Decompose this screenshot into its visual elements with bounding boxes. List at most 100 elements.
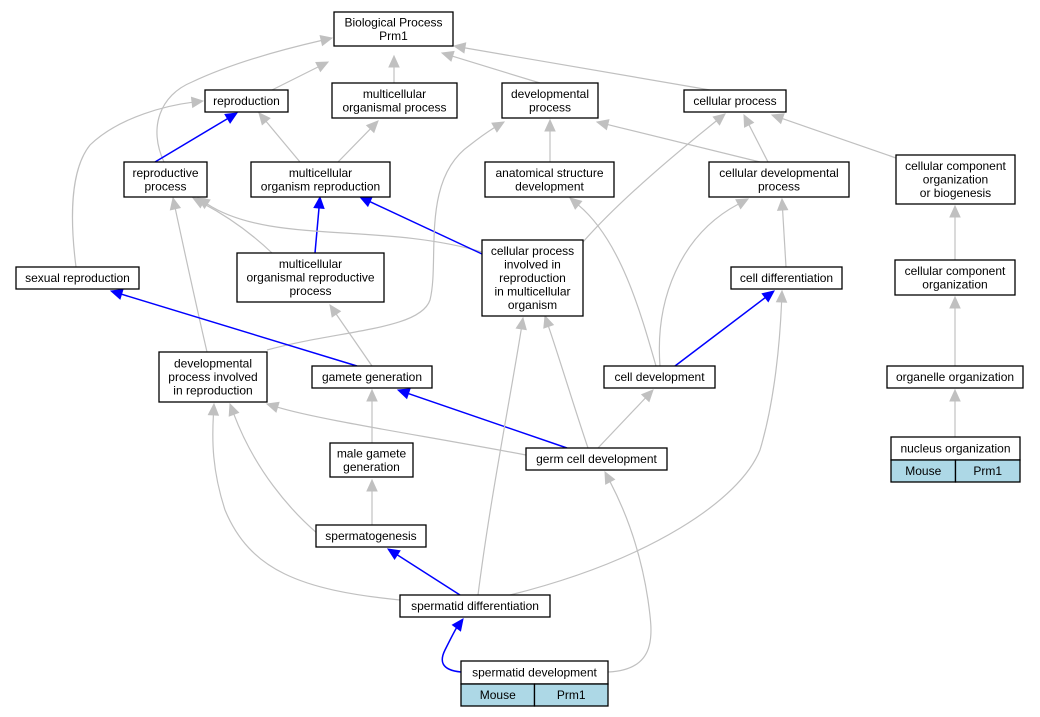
arrowhead-icon — [319, 34, 334, 47]
edge-cdp-to-devproc — [595, 119, 761, 163]
edge-line — [277, 406, 527, 456]
term-box — [15, 266, 140, 290]
arrowhead-icon — [388, 54, 400, 68]
go-term-celldev[interactable]: cell development — [603, 365, 716, 389]
edge-line — [154, 117, 228, 163]
edge-dpir-to-reprocproc — [169, 196, 208, 353]
go-term-reproduction[interactable]: reproduction — [204, 89, 289, 113]
annotation-label: Prm1 — [973, 464, 1002, 478]
edge-celldev-to-cdp — [658, 198, 750, 367]
term-box — [481, 239, 584, 317]
term-label-line: multicellular — [363, 87, 426, 101]
term-label-line: in reproduction — [173, 384, 252, 398]
term-box — [730, 266, 843, 290]
edge-line — [782, 209, 787, 268]
arrowhead-icon — [386, 548, 401, 561]
term-label-line: process — [289, 284, 331, 298]
arrowhead-icon — [313, 195, 325, 209]
go-term-orgorg[interactable]: organelle organization — [886, 365, 1024, 389]
go-term-gamgen[interactable]: gamete generation — [311, 365, 433, 389]
go-term-cellproc[interactable]: cellular process — [683, 89, 787, 113]
term-label-line: spermatogenesis — [325, 529, 416, 543]
edge-line — [782, 118, 897, 159]
edge-line — [408, 392, 568, 449]
arrowhead-icon — [207, 402, 220, 416]
annotation-label: Mouse — [905, 464, 941, 478]
arrowhead-icon — [515, 316, 527, 331]
edge-cpir-to-cellproc — [582, 113, 726, 243]
arrowhead-icon — [315, 61, 330, 73]
edge-ccob-to-cellproc — [770, 113, 897, 159]
term-label-line: process — [758, 179, 800, 193]
term-box — [886, 365, 1024, 389]
edge-line — [607, 481, 652, 673]
edge-line — [212, 414, 401, 601]
term-label-line: cellular process — [693, 94, 776, 108]
arrowhead-icon — [569, 197, 583, 210]
term-label-line: anatomical structure — [495, 166, 603, 180]
term-box — [708, 161, 850, 198]
go-term-spdiff[interactable]: spermatid differentiation — [399, 594, 551, 618]
go-term-celldiff[interactable]: cell differentiation — [730, 266, 843, 290]
arrowhead-icon — [491, 121, 506, 133]
term-label-line: cell development — [614, 370, 705, 384]
arrowhead-icon — [712, 113, 726, 126]
term-label-line: spermatid development — [472, 666, 597, 680]
annotation-cell-spdev-0: Mouse — [460, 683, 536, 707]
edge-line — [265, 121, 301, 163]
annotation-cell-nucorg-1: Prm1 — [954, 459, 1021, 483]
arrowhead-icon — [190, 96, 205, 109]
term-box — [525, 447, 668, 471]
edge-spdiff-to-dpir — [207, 402, 401, 601]
term-label-line: process — [144, 179, 186, 193]
edge-line — [441, 627, 462, 673]
term-label-line: process involved — [168, 370, 257, 384]
term-label-line: male gamete — [337, 446, 407, 460]
go-term-gcd[interactable]: germ cell development — [525, 447, 668, 471]
go-term-sexrep[interactable]: sexual reproduction — [15, 266, 140, 290]
term-label-line: process — [529, 100, 571, 114]
term-label-line: organization — [922, 277, 987, 291]
edge-gamgen-to-morp — [329, 304, 373, 367]
edge-line — [206, 203, 483, 253]
edge-nucorg-to-orgorg — [949, 388, 961, 437]
edge-gcd-to-celldev — [597, 389, 654, 449]
edge-line — [658, 203, 739, 367]
term-label-line: organization — [923, 173, 988, 187]
arrowhead-icon — [358, 196, 373, 208]
annotation-box — [533, 683, 609, 707]
annotation-label: Prm1 — [557, 688, 586, 702]
edge-celldev-to-celldiff — [674, 290, 775, 367]
arrowhead-icon — [329, 304, 342, 318]
term-box — [315, 524, 427, 548]
term-box — [683, 89, 787, 113]
go-term-nucorg[interactable]: nucleus organization — [890, 436, 1021, 461]
edge-mop-to-bp — [388, 54, 400, 83]
go-term-spdev[interactable]: spermatid development — [460, 660, 609, 685]
go-term-spermgen[interactable]: spermatogenesis — [315, 524, 427, 548]
edge-gcd-to-gamgen — [396, 388, 568, 449]
annotation-box — [954, 459, 1021, 483]
annotation-cell-nucorg-0: Mouse — [890, 459, 957, 483]
term-box — [894, 259, 1016, 296]
term-box — [123, 161, 208, 198]
edge-line — [578, 204, 657, 367]
edge-gcd-to-dpir — [265, 401, 527, 456]
arrowhead-icon — [169, 196, 182, 211]
edge-cpir-to-mor — [358, 196, 483, 255]
arrowhead-icon — [396, 388, 411, 400]
annotation-label: Mouse — [480, 688, 516, 702]
